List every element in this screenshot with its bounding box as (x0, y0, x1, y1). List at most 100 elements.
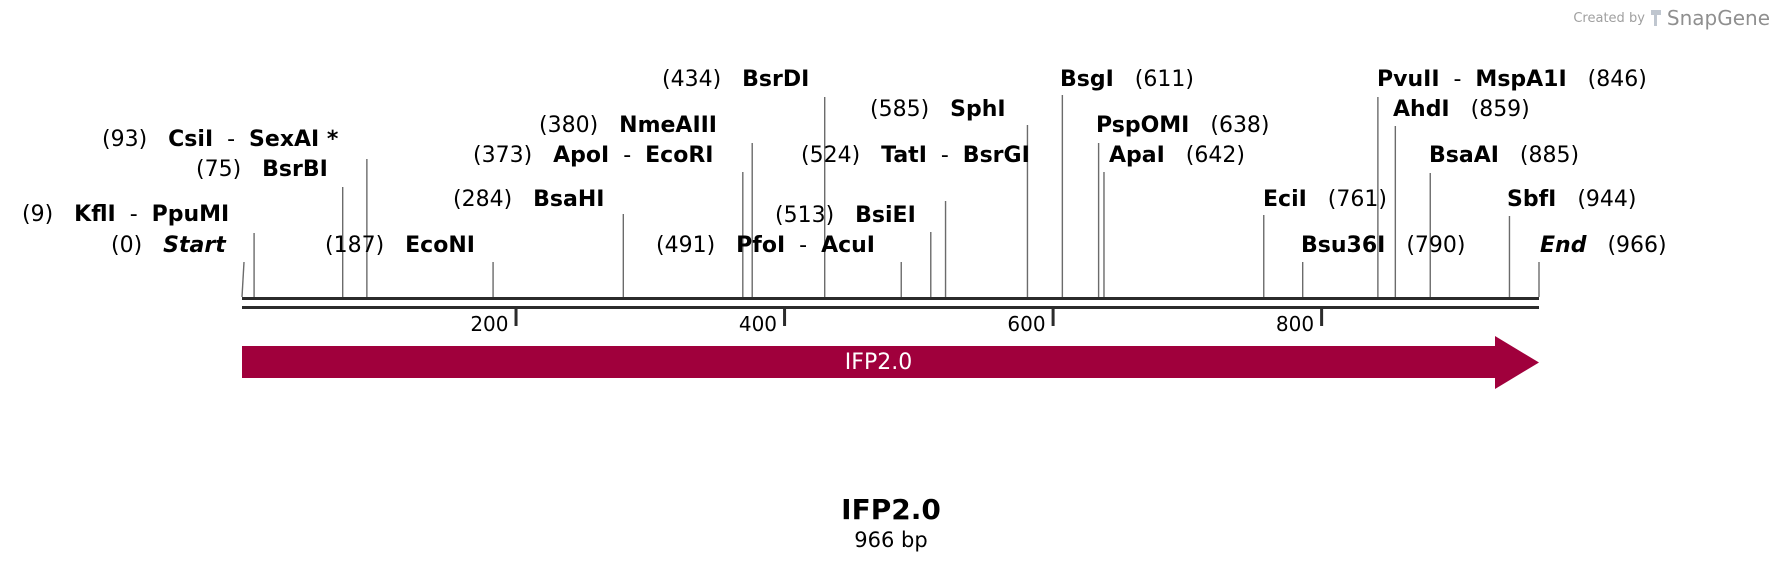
site-position: (790) (1406, 233, 1465, 258)
site-line-0 (241, 261, 245, 298)
enzyme-name: PvuII (1377, 67, 1440, 92)
label-gap (1499, 143, 1520, 168)
enzyme-name: MspA1I (1475, 67, 1566, 92)
site-label-585[interactable]: (585) SphI (870, 97, 1006, 122)
label-gap (721, 67, 742, 92)
site-label-966[interactable]: End (966) (1540, 233, 1667, 258)
site-label-373[interactable]: (373) ApoI - EcoRI (473, 143, 713, 168)
sequence-length: 966 bp (854, 528, 928, 552)
enzyme-name: AcuI (821, 233, 875, 258)
enzyme-name: EciI (1263, 187, 1307, 212)
dna-backbone (242, 297, 1539, 309)
label-gap (598, 113, 619, 138)
site-position: (434) (662, 67, 721, 92)
enzyme-name: EcoNI (405, 233, 475, 258)
enzyme-name: AhdI (1393, 97, 1450, 122)
label-gap (142, 233, 163, 258)
site-position: (513) (775, 203, 834, 228)
site-name-separator: - (927, 143, 963, 168)
site-position: (491) (656, 233, 715, 258)
site-position: (638) (1210, 113, 1269, 138)
label-gap (929, 97, 950, 122)
site-label-638[interactable]: PspOMI (638) (1096, 113, 1270, 138)
site-label-524[interactable]: (524) TatI - BsrGI (801, 143, 1030, 168)
site-label-93[interactable]: (93) CsiI - SexAI * (102, 127, 339, 152)
enzyme-name: BsaAI (1429, 143, 1499, 168)
enzyme-name: End (1540, 233, 1587, 258)
label-gap (1556, 187, 1577, 212)
label-gap (384, 233, 405, 258)
feature-ifp2[interactable]: IFP2.0 (242, 336, 1539, 389)
enzyme-name: TatI (881, 143, 927, 168)
site-label-846[interactable]: PvuII - MspA1I (846) (1377, 67, 1647, 92)
enzyme-name: PpuMI (152, 202, 230, 227)
ruler-tick-200 (514, 309, 518, 326)
label-gap (834, 203, 855, 228)
label-gap (241, 157, 262, 182)
label-gap (1450, 97, 1471, 122)
snapgene-logo-icon (1650, 10, 1661, 26)
site-label-434[interactable]: (434) BsrDI (662, 67, 809, 92)
site-label-885[interactable]: BsaAI (885) (1429, 143, 1579, 168)
enzyme-name: BsiEI (855, 203, 916, 228)
enzyme-name: EcoRI (645, 143, 713, 168)
label-gap (860, 143, 881, 168)
ruler-tick-label: 600 (1007, 312, 1045, 336)
label-gap (53, 202, 74, 227)
enzyme-name: PfoI (736, 233, 785, 258)
site-position: (75) (196, 157, 241, 182)
site-label-0[interactable]: (0) Start (111, 233, 227, 258)
feature-arrow[interactable] (242, 336, 1539, 389)
site-label-790[interactable]: Bsu36I (790) (1301, 233, 1465, 258)
site-label-859[interactable]: AhdI (859) (1393, 97, 1530, 122)
site-label-284[interactable]: (284) BsaHI (453, 187, 604, 212)
site-label-761[interactable]: EciI (761) (1263, 187, 1387, 212)
label-gap (147, 127, 168, 152)
label-gap (1307, 187, 1328, 212)
site-name-separator: - (1440, 67, 1476, 92)
enzyme-name: BsrDI (742, 67, 809, 92)
site-label-491[interactable]: (491) PfoI - AcuI (656, 233, 875, 258)
credit-prefix: Created by (1573, 10, 1645, 26)
site-label-380[interactable]: (380) NmeAIII (539, 113, 717, 138)
sequence-name: IFP2.0 (841, 493, 941, 526)
enzyme-name: BsrGI (963, 143, 1030, 168)
ruler-tick-600 (1051, 309, 1055, 326)
enzyme-name: SphI (950, 97, 1005, 122)
site-position: (0) (111, 233, 142, 258)
site-label-75[interactable]: (75) BsrBI (196, 157, 328, 182)
site-position: (966) (1607, 233, 1666, 258)
enzyme-name: SexAI * (249, 127, 339, 152)
site-position: (284) (453, 187, 512, 212)
ruler-tick-400 (783, 309, 787, 326)
site-position: (885) (1520, 143, 1579, 168)
site-label-642[interactable]: ApaI (642) (1109, 143, 1245, 168)
site-label-9[interactable]: (9) KflI - PpuMI (22, 202, 229, 227)
site-position: (642) (1186, 143, 1245, 168)
enzyme-name: ApaI (1109, 143, 1165, 168)
snapgene-credit: Created by SnapGene (1573, 6, 1770, 30)
label-gap (1114, 67, 1135, 92)
label-gap (1567, 67, 1588, 92)
site-position: (846) (1588, 67, 1647, 92)
site-label-944[interactable]: SbfI (944) (1507, 187, 1637, 212)
enzyme-name: Start (163, 233, 227, 258)
site-position: (9) (22, 202, 53, 227)
site-label-611[interactable]: BsgI (611) (1060, 67, 1194, 92)
site-name-separator: - (213, 127, 249, 152)
site-position: (585) (870, 97, 929, 122)
enzyme-name: BsrBI (262, 157, 328, 182)
site-label-513[interactable]: (513) BsiEI (775, 203, 916, 228)
site-position: (944) (1577, 187, 1636, 212)
enzyme-name: KflI (74, 202, 116, 227)
enzyme-name: BsaHI (533, 187, 604, 212)
enzyme-name: Bsu36I (1301, 233, 1385, 258)
site-label-187[interactable]: (187) EcoNI (325, 233, 475, 258)
credit-brand: SnapGene (1666, 6, 1770, 30)
enzyme-name: PspOMI (1096, 113, 1189, 138)
site-position: (380) (539, 113, 598, 138)
enzyme-name: ApoI (553, 143, 609, 168)
enzyme-name: CsiI (168, 127, 213, 152)
